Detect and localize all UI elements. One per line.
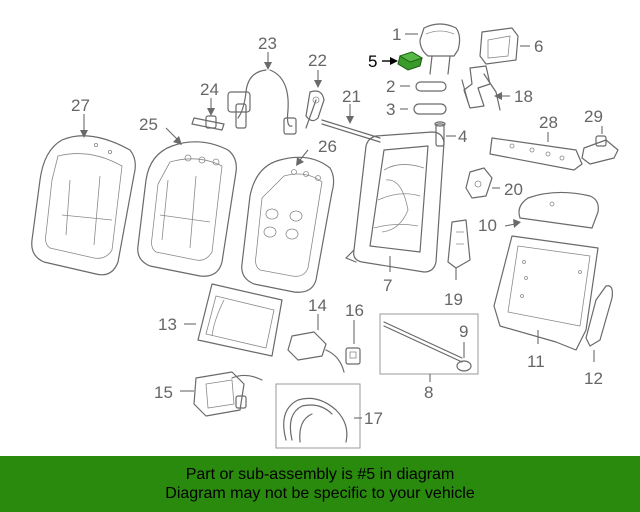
callout-16: 16 <box>345 301 364 320</box>
part-23-cable-actuator[interactable] <box>227 69 297 135</box>
part-1-headrest[interactable] <box>419 23 461 75</box>
part-5-highlighted[interactable] <box>397 51 423 71</box>
callout-4: 4 <box>458 127 467 146</box>
part-2-pin[interactable] <box>415 81 447 92</box>
callout-5: 5 <box>368 52 377 71</box>
part-8-9-box[interactable] <box>379 313 479 375</box>
callout-2: 2 <box>386 77 395 96</box>
banner-line-1: Part or sub-assembly is #5 in diagram <box>185 466 455 483</box>
part-25-seat-back-pad[interactable] <box>137 141 237 277</box>
callout-18: 18 <box>514 87 533 106</box>
callout-12: 12 <box>584 369 603 388</box>
callout-3: 3 <box>386 100 395 119</box>
part-16-connector[interactable] <box>345 347 361 365</box>
part-4-bolt[interactable] <box>434 121 446 147</box>
part-7-seat-back-frame[interactable] <box>345 131 445 273</box>
part-20-latch[interactable] <box>465 167 493 199</box>
callout-8: 8 <box>424 383 433 402</box>
callout-17: 17 <box>364 409 383 428</box>
callout-11: 11 <box>527 352 545 371</box>
part-11-back-panel[interactable] <box>493 235 599 351</box>
callout-14: 14 <box>308 296 327 315</box>
callout-29: 29 <box>584 107 603 126</box>
callout-22: 22 <box>308 51 327 70</box>
callout-28: 28 <box>539 113 558 132</box>
callout-25: 25 <box>139 115 158 134</box>
callout-26: 26 <box>318 137 337 156</box>
part-15-motor[interactable] <box>193 371 263 417</box>
part-29-switch[interactable] <box>581 135 619 165</box>
part-17-harness[interactable] <box>275 383 361 449</box>
exploded-seat-diagram: 27 25 26 24 23 <box>31 23 619 449</box>
callout-1: 1 <box>392 25 401 44</box>
part-26-seat-back-pad[interactable] <box>241 156 335 293</box>
part-24-clip[interactable] <box>191 115 225 131</box>
part-10-back-panel-trim[interactable] <box>518 191 599 229</box>
part-3-pin[interactable] <box>413 103 447 115</box>
callout-23: 23 <box>258 34 277 53</box>
callout-9: 9 <box>459 322 468 341</box>
callout-19: 19 <box>444 290 463 309</box>
callout-24: 24 <box>200 80 219 99</box>
callout-7: 7 <box>383 276 392 295</box>
part-6-headrest-guide[interactable] <box>479 27 519 65</box>
callout-10: 10 <box>478 216 497 235</box>
part-19-hinge[interactable] <box>447 219 471 269</box>
part-27-seat-back-cover[interactable] <box>31 135 136 276</box>
banner-line-2: Diagram may not be specific to your vehi… <box>165 485 475 502</box>
part-12-side-trim[interactable] <box>585 285 613 347</box>
part-13-lumbar-mat[interactable] <box>197 283 283 357</box>
callout-15: 15 <box>154 383 173 402</box>
callout-13: 13 <box>158 315 177 334</box>
callout-6: 6 <box>534 37 543 56</box>
callout-20: 20 <box>504 180 523 199</box>
callout-21: 21 <box>342 87 361 106</box>
info-banner: Part or sub-assembly is #5 in diagram Di… <box>0 456 640 512</box>
part-28-trim-strip[interactable] <box>489 137 583 171</box>
part-22-lever[interactable] <box>305 90 325 129</box>
callout-27: 27 <box>71 96 90 115</box>
part-14-pump[interactable] <box>287 331 345 373</box>
part-18-bracket[interactable] <box>461 65 501 111</box>
